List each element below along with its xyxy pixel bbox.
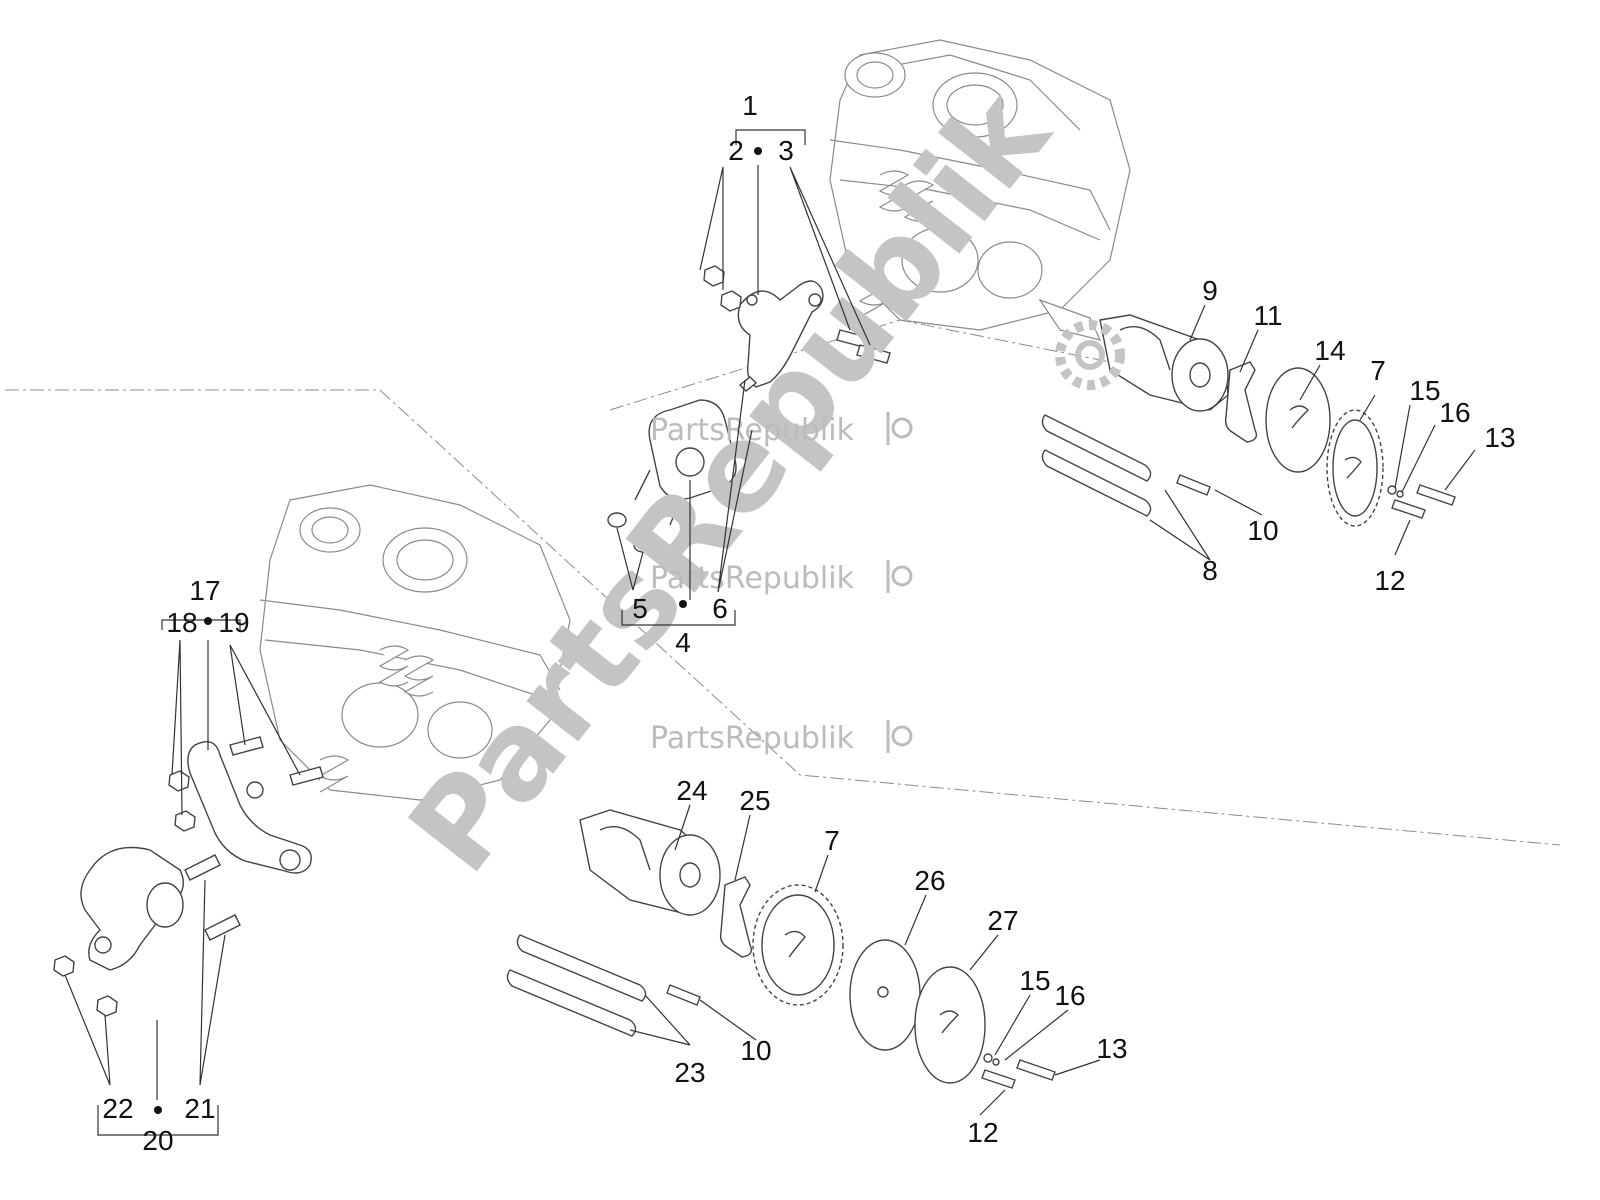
upper-bolts <box>1176 474 1456 519</box>
watermark-small-text-3: PartsRepublik <box>650 721 855 756</box>
lower-cylinder-head <box>259 484 571 801</box>
label-12-lower: 12 <box>967 1117 998 1148</box>
label-5: 5 <box>632 593 648 624</box>
label-13-lower: 13 <box>1096 1033 1127 1064</box>
nuts-upper <box>607 265 742 553</box>
label-27: 27 <box>987 905 1018 936</box>
upper-plate-11 <box>1224 361 1258 443</box>
nuts-lower <box>53 770 196 1017</box>
lower-plate-25 <box>719 876 753 958</box>
watermark-small-text-2: PartsRepublik <box>650 561 855 596</box>
label-15-upper: 15 <box>1409 375 1440 406</box>
part-labels: 1 2 3 5 6 4 9 11 14 7 15 16 13 10 8 12 1… <box>102 90 1515 1156</box>
gear-icon <box>886 412 913 753</box>
lower-disc-26 <box>849 939 921 1051</box>
label-7-upper: 7 <box>1370 355 1386 386</box>
tappet-screws-upper <box>738 329 891 392</box>
label-22: 22 <box>102 1093 133 1124</box>
lower-pins-23 <box>506 934 647 1037</box>
watermark-big-text: PartsRepublik <box>383 64 1077 898</box>
label-10-upper: 10 <box>1247 515 1278 546</box>
label-19: 19 <box>218 607 249 638</box>
label-16-upper: 16 <box>1439 397 1470 428</box>
lower-bolts <box>666 984 1056 1089</box>
label-23: 23 <box>674 1057 705 1088</box>
lower-rocker-arm-18 <box>187 741 312 874</box>
label-8: 8 <box>1202 555 1218 586</box>
label-20: 20 <box>142 1125 173 1156</box>
tappet-screws-lower <box>184 736 324 941</box>
label-14: 14 <box>1314 335 1345 366</box>
label-15-lower: 15 <box>1019 965 1050 996</box>
label-7-lower: 7 <box>824 825 840 856</box>
label-11: 11 <box>1253 300 1282 331</box>
label-24: 24 <box>676 775 707 806</box>
leader-lines <box>64 129 1476 1136</box>
label-25: 25 <box>739 785 770 816</box>
label-3: 3 <box>778 135 794 166</box>
upper-disc-14 <box>1265 367 1331 473</box>
label-21: 21 <box>184 1093 215 1124</box>
label-2: 2 <box>728 135 744 166</box>
label-6: 6 <box>712 593 728 624</box>
label-10-lower: 10 <box>740 1035 771 1066</box>
upper-camshaft <box>1099 314 1229 412</box>
watermark: PartsRepublik PartsRepublik PartsRepubli… <box>383 64 1125 898</box>
lower-camshaft <box>579 809 721 916</box>
lower-rocker-arm-20 <box>80 846 184 971</box>
lower-sprocket-7 <box>752 884 844 1006</box>
label-18: 18 <box>166 607 197 638</box>
label-1: 1 <box>742 90 758 121</box>
gear-icon <box>1055 320 1125 390</box>
lower-disc-27 <box>914 966 986 1084</box>
label-13-upper: 13 <box>1484 422 1515 453</box>
upper-rocker-arm-2 <box>737 280 824 388</box>
group-bullets <box>154 147 762 1114</box>
label-26: 26 <box>914 865 945 896</box>
upper-rocker-arm-5 <box>634 399 737 526</box>
label-17: 17 <box>189 575 220 606</box>
upper-pins-8 <box>1041 414 1152 517</box>
label-16-lower: 16 <box>1054 980 1085 1011</box>
label-12-upper: 12 <box>1374 565 1405 596</box>
upper-cylinder-head <box>829 39 1131 341</box>
label-4: 4 <box>675 627 691 658</box>
label-9: 9 <box>1202 275 1218 306</box>
upper-sprocket-7 <box>1326 409 1384 527</box>
